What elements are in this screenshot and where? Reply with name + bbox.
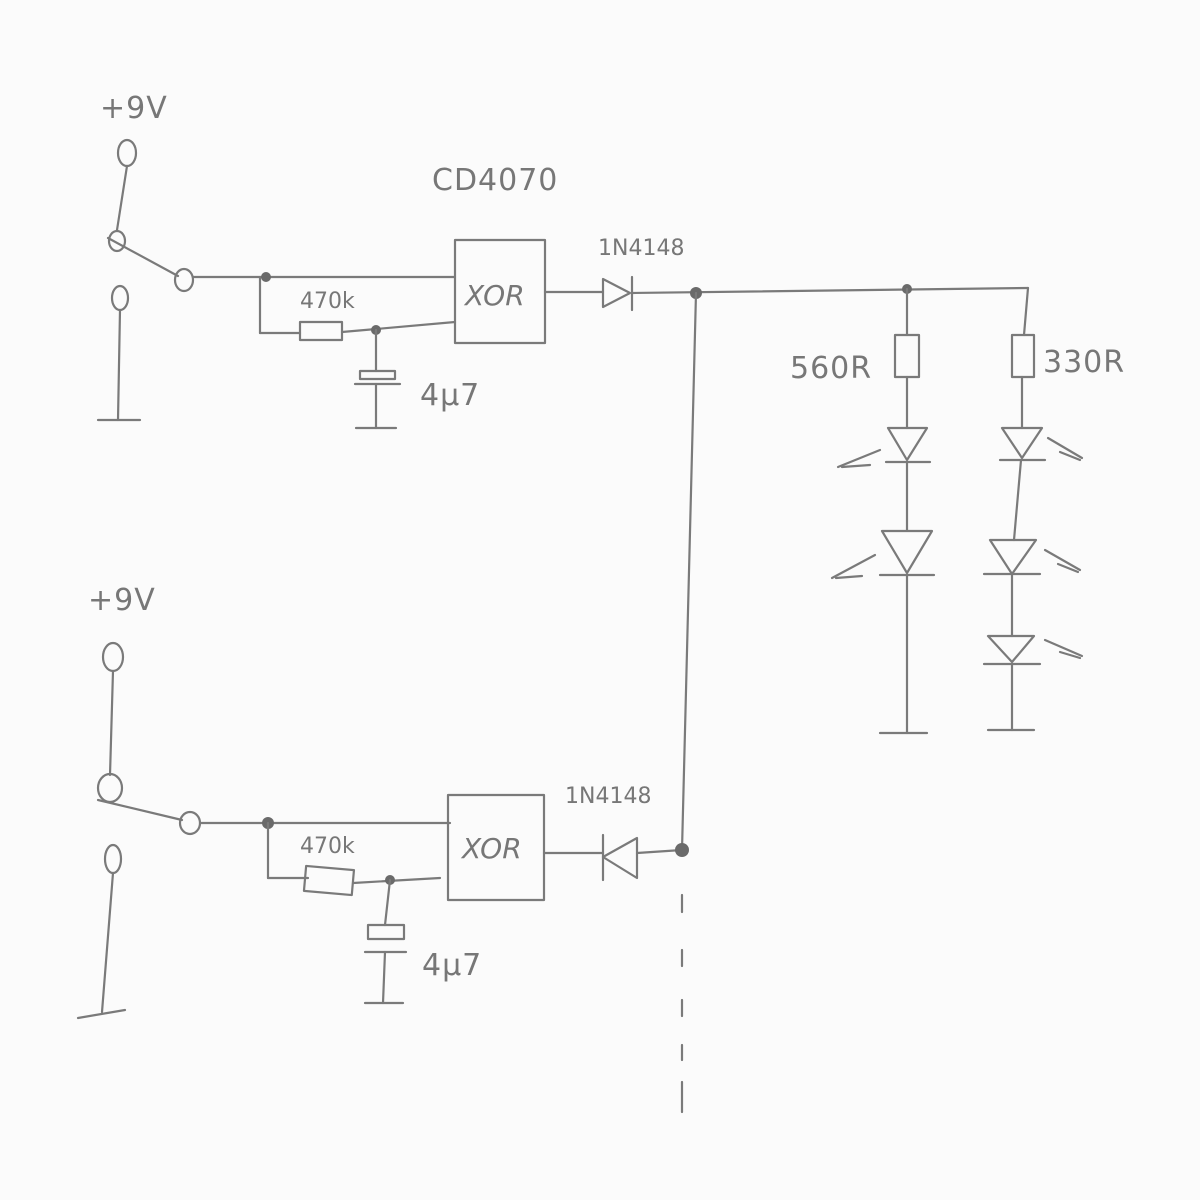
capacitor-top [353, 328, 402, 430]
common-bus-wire [680, 291, 698, 852]
xor-gate-label-bottom: XOR [460, 832, 522, 865]
diode-label-bottom: 1N4148 [565, 784, 651, 809]
bottom-stage: +9V 470k 4µ7 XOR [76, 583, 689, 1020]
resistor-label-bottom: 470k [300, 834, 355, 859]
switch-bottom [76, 641, 202, 1020]
resistor-label-330r: 330R [1043, 345, 1125, 380]
resistor-560r [893, 333, 921, 379]
capacitor-bottom [363, 878, 408, 1005]
resistor-330r [1010, 333, 1036, 379]
top-stage: +9V 470k 4µ7 [96, 91, 1030, 430]
switch-top [96, 138, 195, 422]
resistor-470k-top [298, 320, 344, 342]
resistor-label-560r: 560R [790, 351, 872, 386]
led-2 [880, 529, 934, 575]
capacitor-label-bottom: 4µ7 [422, 948, 482, 983]
capacitor-label-top: 4µ7 [420, 378, 480, 413]
led-4 [988, 538, 1038, 576]
xor-gate-bottom [446, 793, 546, 902]
led-branch-330r: 330R [982, 286, 1125, 732]
xor-gate-label-top: XOR [463, 279, 525, 312]
diode-1n4148-bottom [601, 833, 639, 882]
led-5 [986, 634, 1036, 664]
led-3 [1000, 426, 1044, 460]
supply-label-top: +9V [100, 91, 168, 126]
ic-label: CD4070 [432, 163, 558, 198]
resistor-470k-bottom [302, 864, 356, 897]
led-branch-560r: 560R [790, 284, 936, 735]
led-1 [886, 426, 929, 462]
diode-1n4148-top [601, 275, 634, 312]
diode-label-top: 1N4148 [598, 236, 684, 261]
resistor-label-top: 470k [300, 289, 355, 314]
supply-label-bottom: +9V [88, 583, 156, 618]
